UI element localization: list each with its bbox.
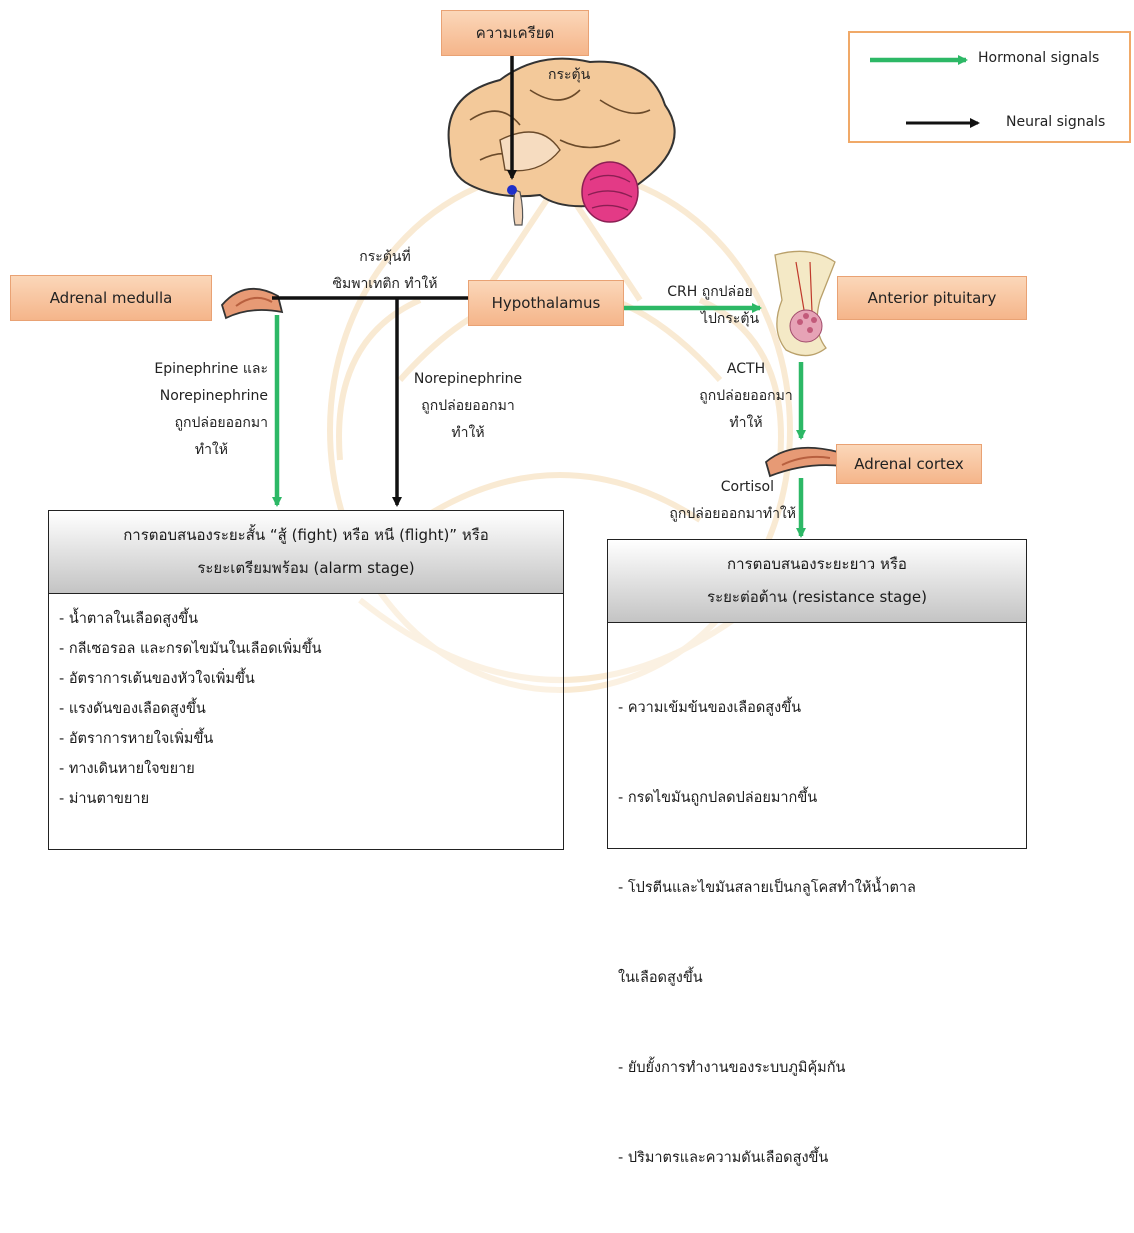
adrenal-cortex-gland-icon xyxy=(766,448,842,476)
pituitary-gland-icon xyxy=(775,251,835,355)
norepinephrine-label: Norepinephrine ถูกปล่อยออกมา ทำให้ xyxy=(398,366,538,447)
crh-label: CRH ถูกปล่อย ไปกระตุ้น xyxy=(640,279,780,333)
resistance-stage-item: - ปริมาตรและความดันเลือดสูงขึ้น xyxy=(618,1143,1026,1173)
resistance-stage-header: การตอบสนองระยะยาว หรือ ระยะต่อต้าน (resi… xyxy=(608,540,1026,623)
epinephrine-label-line-2: Norepinephrine xyxy=(108,383,268,410)
cortisol-label-line-1: Cortisol xyxy=(640,474,796,501)
epinephrine-label-line-1: Epinephrine และ xyxy=(108,356,268,383)
crh-label-line-1: CRH ถูกปล่อย xyxy=(640,279,780,306)
hypothalamus-node: Hypothalamus xyxy=(468,280,624,326)
adrenal-cortex-node: Adrenal cortex xyxy=(836,444,982,484)
norepinephrine-label-line-3: ทำให้ xyxy=(398,420,538,447)
resistance-stage-item: - กรดไขมันถูกปลดปล่อยมากขึ้น xyxy=(618,783,1026,813)
resistance-stage-item: - ยับยั้งการทำงานของระบบภูมิคุ้มกัน xyxy=(618,1053,1026,1083)
stimulate-label: กระตุ้น xyxy=(548,62,590,89)
sympathetic-label-line-1: กระตุ้นที่ xyxy=(310,244,460,271)
alarm-stage-item: - อัตราการหายใจเพิ่มขึ้น xyxy=(59,724,563,754)
legend: Hormonal signals Neural signals xyxy=(848,31,1131,143)
epinephrine-label-line-4: ทำให้ xyxy=(108,437,268,464)
resistance-stage-panel: การตอบสนองระยะยาว หรือ ระยะต่อต้าน (resi… xyxy=(607,539,1027,849)
epinephrine-label-line-3: ถูกปล่อยออกมา xyxy=(108,410,268,437)
alarm-stage-item: - ม่านตาขยาย xyxy=(59,784,563,814)
resistance-stage-title-line-1: การตอบสนองระยะยาว หรือ xyxy=(727,548,907,581)
cortisol-label: Cortisol ถูกปล่อยออกมาทำให้ xyxy=(640,474,796,528)
norepinephrine-label-line-2: ถูกปล่อยออกมา xyxy=(398,393,538,420)
alarm-stage-title-line-1: การตอบสนองระยะสั้น “สู้ (fight) หรือ หนี… xyxy=(123,519,489,552)
alarm-stage-item: - ทางเดินหายใจขยาย xyxy=(59,754,563,784)
alarm-stage-panel: การตอบสนองระยะสั้น “สู้ (fight) หรือ หนี… xyxy=(48,510,564,850)
resistance-stage-item: ในเลือดสูงขึ้น xyxy=(618,963,1026,993)
adrenal-medulla-gland-icon xyxy=(222,289,282,318)
alarm-stage-item: - น้ำตาลในเลือดสูงขึ้น xyxy=(59,604,563,634)
resistance-stage-title-line-2: ระยะต่อต้าน (resistance stage) xyxy=(707,581,927,614)
sympathetic-label-line-2: ซิมพาเทติก ทำให้ xyxy=(310,271,460,298)
acth-label-line-1: ACTH xyxy=(690,356,802,383)
acth-label-line-2: ถูกปล่อยออกมา xyxy=(690,383,802,410)
resistance-stage-list: - ความเข้มข้นของเลือดสูงขึ้น - กรดไขมันถ… xyxy=(608,623,1026,1233)
stress-response-diagram: Hormonal signals Neural signals ความเครี… xyxy=(0,0,1134,852)
anterior-pituitary-node: Anterior pituitary xyxy=(837,276,1027,320)
crh-label-line-2: ไปกระตุ้น xyxy=(640,306,780,333)
legend-hormonal-label: Hormonal signals xyxy=(978,50,1099,66)
alarm-stage-item: - กลีเซอรอล และกรดไขมันในเลือดเพิ่มขึ้น xyxy=(59,634,563,664)
resistance-stage-item: - ความเข้มข้นของเลือดสูงขึ้น xyxy=(618,693,1026,723)
resistance-stage-item: - โปรตีนและไขมันสลายเป็นกลูโคสทำให้น้ำตา… xyxy=(618,873,1026,903)
norepinephrine-label-line-1: Norepinephrine xyxy=(398,366,538,393)
alarm-stage-item: - แรงดันของเลือดสูงขึ้น xyxy=(59,694,563,724)
alarm-stage-header: การตอบสนองระยะสั้น “สู้ (fight) หรือ หนี… xyxy=(49,511,563,594)
sympathetic-label: กระตุ้นที่ ซิมพาเทติก ทำให้ xyxy=(310,244,460,298)
acth-label: ACTH ถูกปล่อยออกมา ทำให้ xyxy=(690,356,802,437)
cortisol-label-line-2: ถูกปล่อยออกมาทำให้ xyxy=(640,501,796,528)
epinephrine-label: Epinephrine และ Norepinephrine ถูกปล่อยอ… xyxy=(108,356,268,464)
acth-label-line-3: ทำให้ xyxy=(690,410,802,437)
stress-node: ความเครียด xyxy=(441,10,589,56)
legend-neural-label: Neural signals xyxy=(1006,114,1105,130)
adrenal-medulla-node: Adrenal medulla xyxy=(10,275,212,321)
alarm-stage-list: - น้ำตาลในเลือดสูงขึ้น - กลีเซอรอล และกร… xyxy=(49,594,563,814)
alarm-stage-item: - อัตราการเต้นของหัวใจเพิ่มขึ้น xyxy=(59,664,563,694)
alarm-stage-title-line-2: ระยะเตรียมพร้อม (alarm stage) xyxy=(197,552,414,585)
